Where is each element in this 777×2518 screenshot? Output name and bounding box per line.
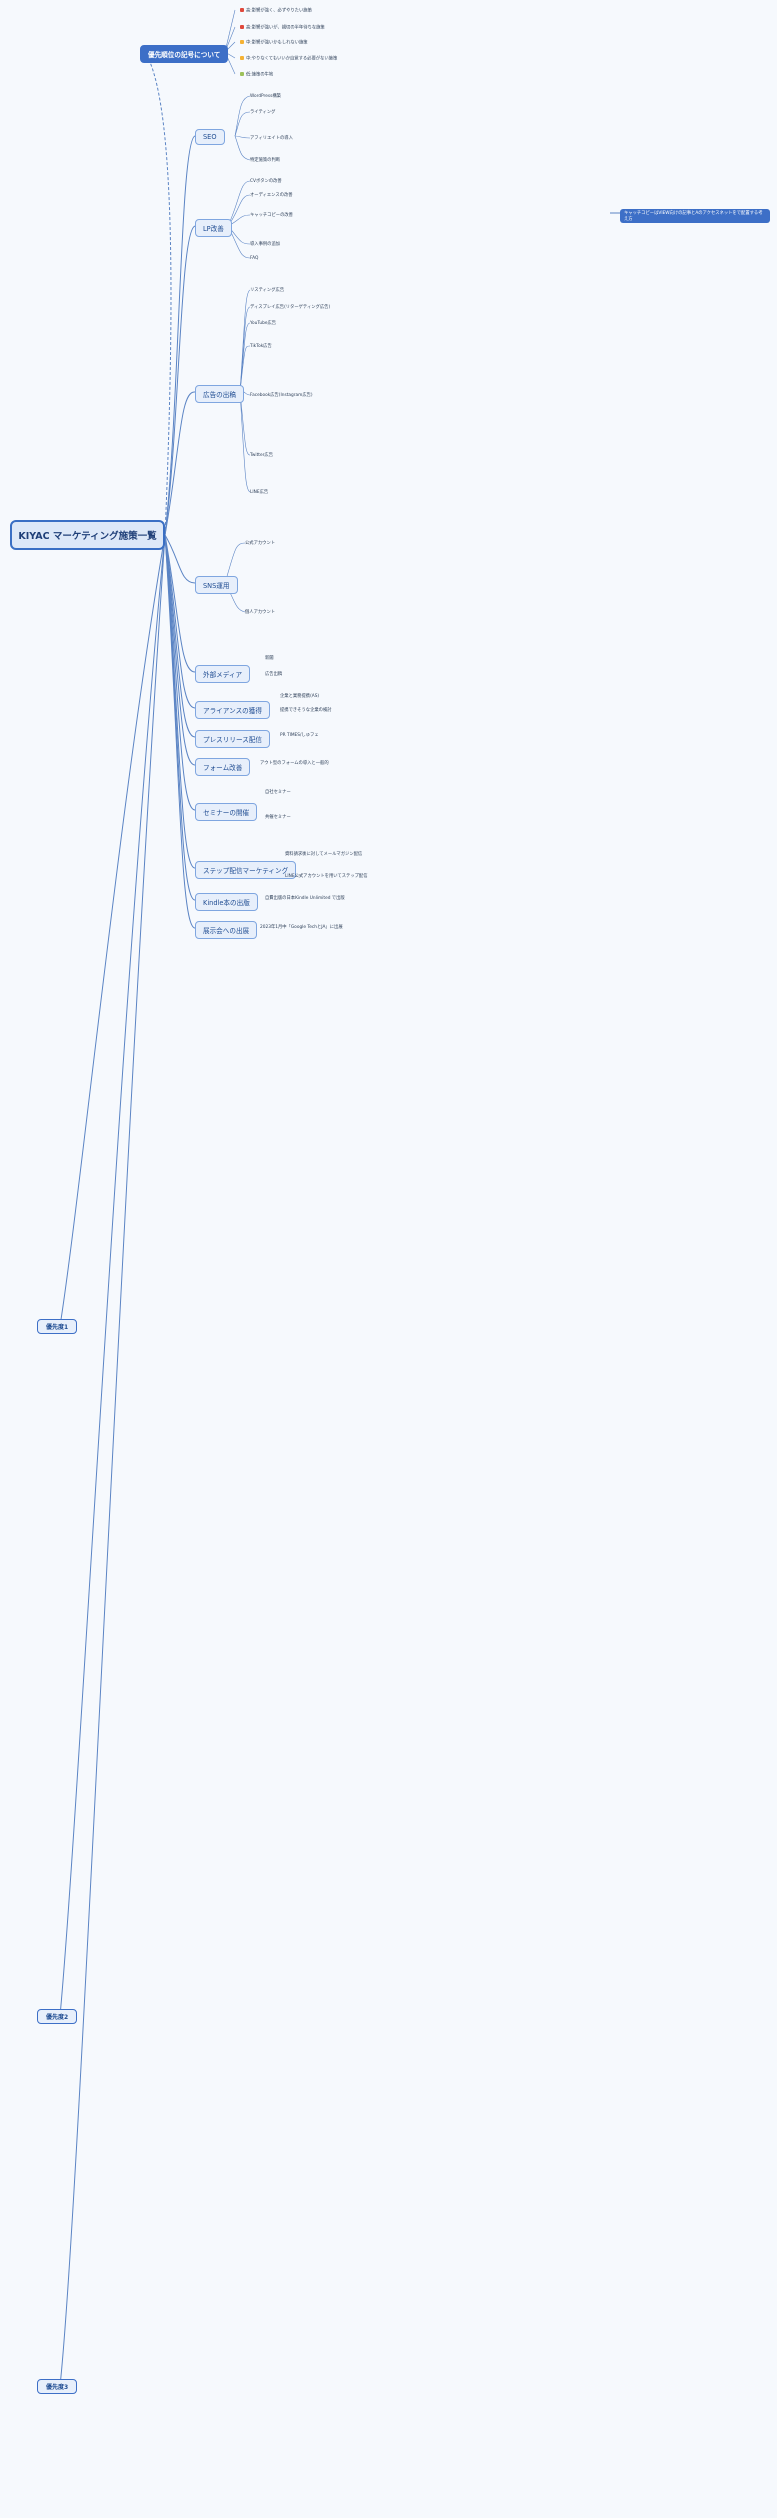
seo-leaf: 特定施策の判断 (250, 158, 281, 163)
lp-leaf: キャッチコピーの改善 (250, 213, 293, 218)
category-ads[interactable]: 広告の出稿 (195, 385, 244, 403)
ads-leaf: YouTube広告 (250, 321, 277, 326)
ads-leaf: ディスプレイ広告(リターゲティング広告) (250, 305, 331, 310)
ads-leaf: TikTok広告 (250, 344, 272, 349)
ads-leaf: LINE広告 (250, 490, 269, 495)
ads-leaf: Facebook広告(Instagram広告) (250, 393, 313, 398)
green-flag-icon (240, 72, 244, 76)
seminar-leaf: 自社セミナー (265, 790, 291, 795)
priority-legend-item: 中:影響が強いかもしれない施策 (240, 40, 308, 46)
seo-leaf: WordPress構築 (250, 94, 281, 99)
category-form[interactable]: フォーム改善 (195, 758, 251, 776)
side-note: キャッチコピーはVIEW向けの記事とAのアクセスネットをで配置する考え方 (620, 209, 770, 223)
red-flag-icon (240, 8, 244, 12)
category-seminar[interactable]: セミナーの開催 (195, 803, 258, 821)
alliance-leaf: 企業と業務提携(AS) (280, 694, 320, 699)
root-node[interactable]: KIYAC マーケティング施策一覧 (10, 520, 165, 550)
priority-2-node[interactable]: 優先度2 (37, 2009, 78, 2024)
priority-legend-item: 高:影響が強く、必ずやりたい施策 (240, 8, 312, 14)
priority-legend-node[interactable]: 優先順位の記号について (140, 45, 229, 63)
press-leaf: PR TIMES/しゅフェ (280, 733, 319, 738)
media-leaf: 新聞 (265, 656, 274, 661)
lp-leaf: オーディエンスの改善 (250, 193, 293, 198)
ads-leaf: リスティング広告 (250, 288, 285, 293)
yellow-flag-icon (240, 40, 244, 44)
category-media[interactable]: 外部メディア (195, 665, 251, 683)
sns-leaf: 個人アカウント (245, 610, 276, 615)
lp-leaf: FAQ (250, 256, 259, 261)
sns-leaf: 公式アカウント (245, 541, 276, 546)
category-press[interactable]: プレスリリース配信 (195, 730, 271, 748)
kindle-leaf: 自費出版の日本Kindle Unlimited で出版 (265, 896, 345, 901)
seo-leaf: ライティング (250, 110, 276, 115)
priority-legend-item: 低:施策の牛地 (240, 72, 273, 78)
category-step-mail[interactable]: ステップ配信マーケティング (195, 861, 297, 879)
step-leaf: LINE公式アカウントを用いてステップ配信 (285, 874, 368, 879)
seo-leaf: アフィリエイトの導入 (250, 136, 293, 141)
ads-leaf: Twitter広告 (250, 453, 273, 458)
category-exhibition[interactable]: 展示会への出展 (195, 921, 258, 939)
category-lp[interactable]: LP改善 (195, 219, 232, 237)
priority-1-node[interactable]: 優先度1 (37, 1319, 78, 1334)
category-seo[interactable]: SEO (195, 129, 225, 145)
lp-leaf: 導入事例の追加 (250, 242, 281, 247)
step-leaf: 資料請求後に対してメールマガジン配信 (285, 852, 363, 857)
category-alliance[interactable]: アライアンスの獲得 (195, 701, 270, 719)
priority-3-node[interactable]: 優先度3 (37, 2379, 78, 2394)
alliance-leaf: 提携できそうな企業の検討 (280, 708, 332, 713)
form-leaf: アウト型のフォームの導入と一般的 (260, 761, 329, 766)
category-sns[interactable]: SNS運用 (195, 576, 238, 594)
lp-leaf: CVボタンの改善 (250, 179, 282, 184)
red-flag-icon (240, 25, 244, 29)
exhibition-leaf: 2023年1月中「Google TechとJA」に出展 (260, 925, 343, 930)
yellow-flag-icon (240, 56, 244, 60)
seminar-leaf: 共催セミナー (265, 815, 291, 820)
category-kindle[interactable]: Kindle本の出版 (195, 893, 258, 911)
priority-legend-item: 高:影響が強いが、親切の半年待ちな施策 (240, 25, 325, 31)
media-leaf: 広告出稿 (265, 672, 283, 677)
priority-legend-item: 中:やりなくてもいいか自覚する必要がない施策 (240, 56, 337, 62)
